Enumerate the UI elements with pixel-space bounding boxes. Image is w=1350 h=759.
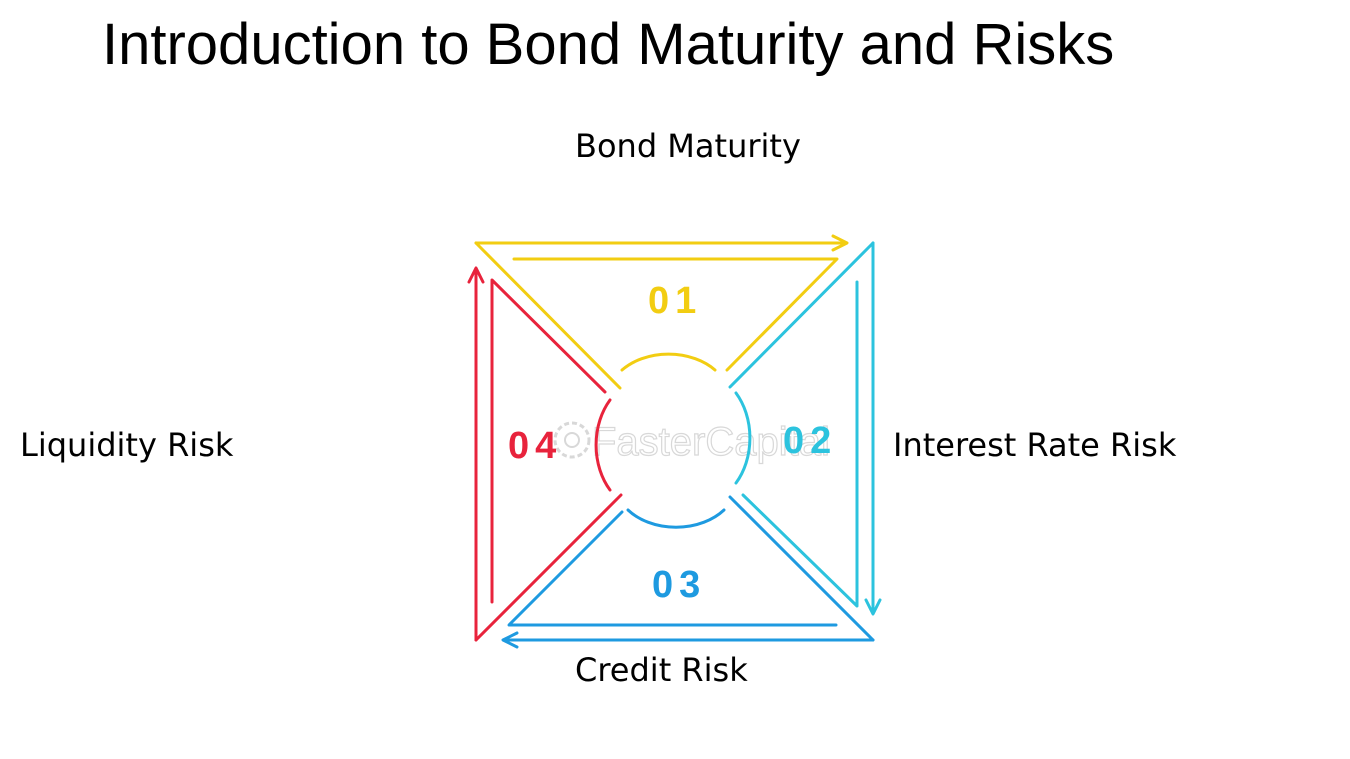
label-interest-rate-risk: Interest Rate Risk [893,426,1177,464]
quadrant-number-04: 04 [508,425,562,467]
quadrant-01 [474,234,849,390]
quadrant-number-01: 01 [648,280,702,322]
slide-title: Introduction to Bond Maturity and Risks [102,12,1115,77]
quadrant-04 [467,266,623,642]
quadrant-03 [501,495,875,649]
quadrant-number-03: 03 [652,564,706,606]
quadrant-02 [728,241,882,616]
quadrant-number-02: 02 [783,420,837,462]
label-bond-maturity: Bond Maturity [575,127,801,165]
watermark-text: FasterCapital [592,420,830,464]
label-liquidity-risk: Liquidity Risk [20,426,234,464]
watermark: FasterCapital [553,419,830,465]
label-credit-risk: Credit Risk [575,651,748,689]
